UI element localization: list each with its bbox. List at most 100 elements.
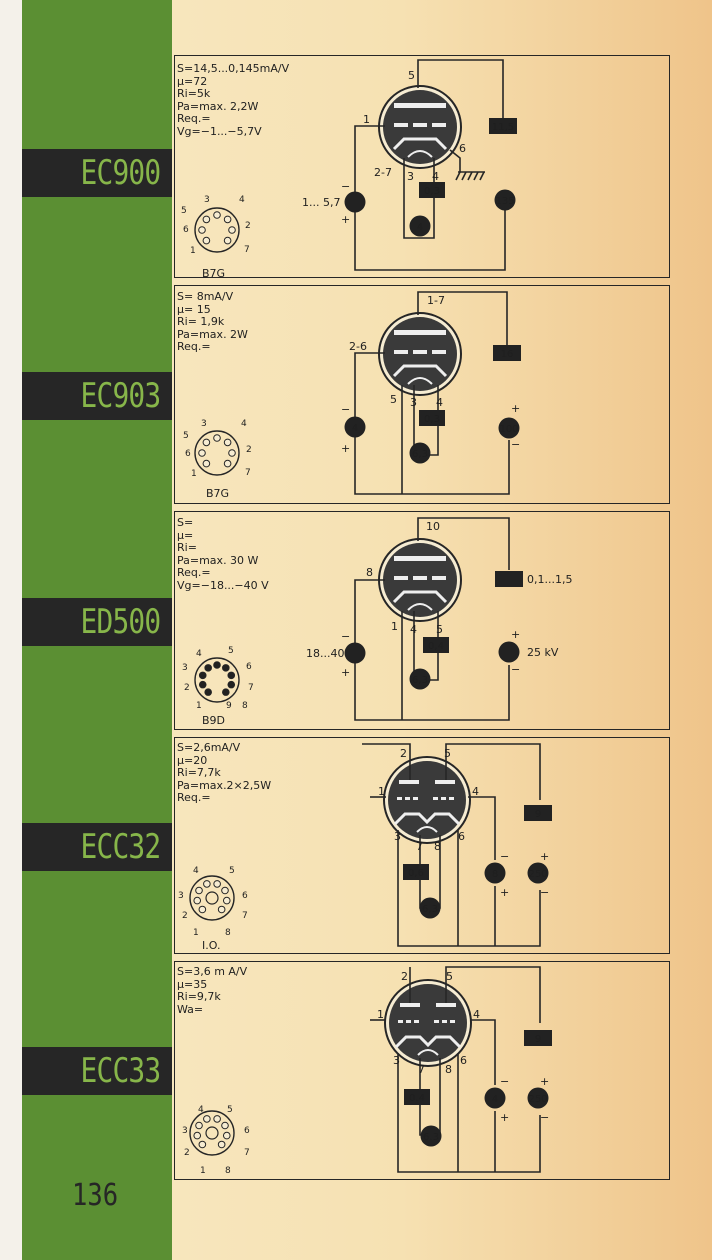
circle-plate-voltage-dot bbox=[498, 641, 520, 663]
pin-label-screen: 6 bbox=[459, 142, 466, 155]
pin-label-heater-a: 7 bbox=[416, 840, 423, 853]
grid-segment bbox=[405, 797, 410, 800]
socket-pin-label: 7 bbox=[248, 683, 254, 693]
minus-sign: − bbox=[500, 1075, 509, 1088]
anode-b-wire bbox=[445, 966, 541, 1023]
minus-sign: − bbox=[341, 403, 350, 416]
socket-pin-label: 1 bbox=[190, 246, 196, 256]
socket-pin-label: 5 bbox=[181, 206, 187, 216]
socket-pin-label: 5 bbox=[229, 866, 235, 876]
ground-hatch bbox=[467, 171, 473, 181]
minus-sign: − bbox=[341, 630, 350, 643]
tube-band-ecc33: ECC33 bbox=[22, 1047, 172, 1095]
spec-line: S=2,6mA/V bbox=[177, 741, 241, 754]
plus-sign: + bbox=[500, 886, 509, 899]
circle-heater-voltage: 6.3 bbox=[423, 1132, 439, 1143]
anode-wire bbox=[417, 59, 504, 118]
socket-key bbox=[205, 891, 219, 905]
socket-pin bbox=[193, 1131, 202, 1140]
box-plate-value-box bbox=[495, 571, 523, 587]
pin-label-grid: 8 bbox=[366, 566, 373, 579]
pin-label-heater-b: 4 bbox=[432, 170, 439, 183]
panel-ecc33 bbox=[174, 961, 670, 1180]
socket-pin-label: 5 bbox=[227, 1105, 233, 1115]
spec-line: Req.= bbox=[177, 112, 211, 125]
spec-line: Req.= bbox=[177, 566, 211, 579]
socket-label: B7G bbox=[202, 267, 225, 280]
minus-sign: − bbox=[511, 663, 520, 676]
grid-segment bbox=[432, 350, 446, 354]
socket-pin-label: 2 bbox=[246, 445, 252, 455]
socket-key bbox=[205, 1126, 219, 1140]
circle-plate-voltage: 135 bbox=[495, 196, 514, 207]
grid-segment bbox=[433, 797, 438, 800]
anode-b-wire bbox=[445, 743, 541, 800]
circle-plate-voltage-dot bbox=[527, 1087, 549, 1109]
socket-pin-label: 3 bbox=[182, 663, 188, 673]
socket-pin bbox=[223, 438, 232, 447]
socket-pin-label: 4 bbox=[198, 1105, 204, 1115]
box-heater-value-box bbox=[423, 637, 449, 653]
grid-segment bbox=[394, 123, 408, 127]
socket-pin bbox=[221, 886, 229, 895]
grid-segment bbox=[450, 1020, 455, 1023]
grid-segment bbox=[394, 576, 408, 580]
circle-plate-voltage-dot bbox=[527, 862, 549, 884]
heater-wire-a bbox=[403, 158, 420, 239]
cathode-a-wire bbox=[397, 1053, 541, 1173]
pin-label-grid: 2-6 bbox=[349, 340, 367, 353]
pin-label-cathode-b: 6 bbox=[458, 830, 465, 843]
pin-label-heater-a: 3 bbox=[407, 170, 414, 183]
pin-label-heater-a: 3 bbox=[410, 396, 417, 409]
grid-segment bbox=[449, 797, 454, 800]
pin-label-anode-a: 2 bbox=[400, 747, 407, 760]
spec-line: Vg=−18...−40 V bbox=[177, 578, 269, 592]
anode-plate bbox=[394, 330, 446, 335]
grid-segment bbox=[397, 797, 402, 800]
spec-line: Wa= bbox=[177, 1002, 204, 1016]
circle-heater-voltage: 6,3 bbox=[412, 449, 428, 460]
socket-pin bbox=[213, 880, 221, 888]
grid-wire bbox=[354, 352, 510, 495]
socket-pin bbox=[195, 1121, 203, 1130]
minus-sign: − bbox=[511, 438, 520, 451]
socket-pin-label: 1 bbox=[200, 1166, 206, 1176]
socket-pin bbox=[213, 661, 221, 669]
box-heater-value-box bbox=[404, 1089, 430, 1105]
pin-label-grid: 1 bbox=[363, 113, 370, 126]
plus-sign: + bbox=[540, 1075, 549, 1088]
pin-label-heater-b: 8 bbox=[445, 1063, 452, 1076]
socket-diagram-b9d bbox=[194, 657, 240, 703]
grid-segment bbox=[414, 1020, 419, 1023]
socket-label: I.O. bbox=[202, 939, 220, 952]
anode-plate bbox=[394, 556, 446, 561]
spec-list-ed500: S= µ= Ri= Pa=max. 30 W Req.= Vg=−18...−4… bbox=[177, 516, 269, 592]
socket-pin bbox=[223, 459, 232, 468]
grid-segment bbox=[398, 1020, 403, 1023]
circle-heater-voltage: 6,3 bbox=[422, 904, 438, 915]
socket-pin bbox=[222, 1131, 231, 1140]
pin-label-cathode-a: 3 bbox=[394, 830, 401, 843]
spec-line: Ri=5k bbox=[177, 87, 211, 100]
socket-pin bbox=[228, 226, 236, 234]
socket-label: B9D bbox=[202, 714, 225, 727]
grid-b-wire bbox=[470, 1019, 496, 1085]
pin-label-heater-a: 4 bbox=[410, 623, 417, 636]
pin-label-anode: 10 bbox=[426, 520, 440, 533]
box-heater-value: 0.4 bbox=[409, 1093, 425, 1104]
socket-pin bbox=[198, 449, 206, 457]
socket-pin bbox=[202, 236, 211, 245]
pin-label-heater-a: 7 bbox=[418, 1063, 425, 1076]
box-plate-value-box bbox=[493, 345, 521, 361]
pin-label-heater-b: 4 bbox=[436, 396, 443, 409]
minus-sign: − bbox=[500, 850, 509, 863]
heater-filament bbox=[407, 603, 433, 611]
anode-wire bbox=[417, 291, 508, 350]
heater-filament bbox=[407, 377, 433, 385]
box-heater-value: 0,3 bbox=[424, 414, 440, 425]
grid-segment bbox=[434, 1020, 439, 1023]
anode-a-wire bbox=[362, 743, 411, 780]
socket-pin bbox=[227, 671, 236, 680]
socket-pin bbox=[222, 896, 231, 905]
socket-pin-label: 2 bbox=[184, 1148, 190, 1158]
